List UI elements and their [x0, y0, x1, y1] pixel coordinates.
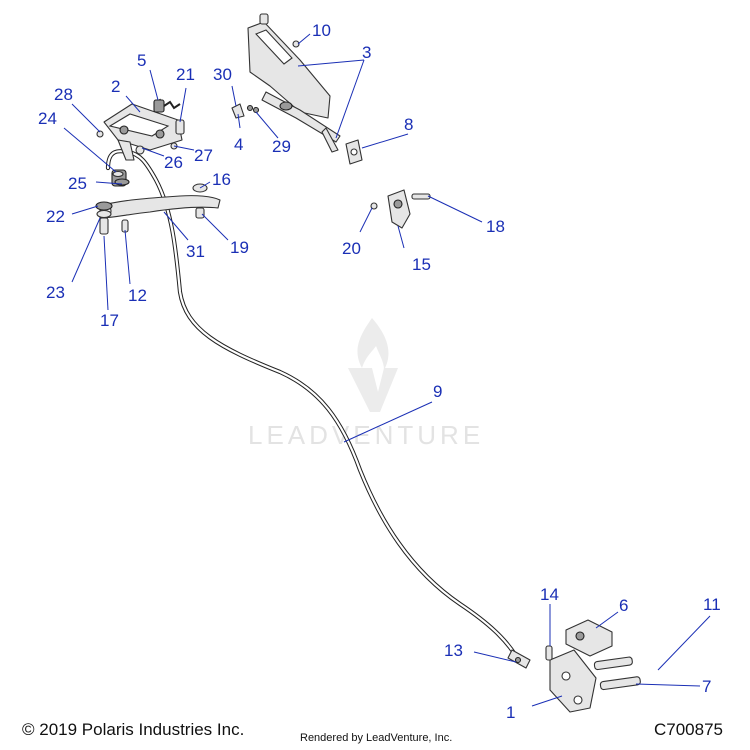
- leader-lines: [63, 33, 711, 707]
- callout-5: 5: [137, 51, 146, 70]
- callout-1: 1: [506, 703, 515, 722]
- leadventure-watermark: LEADVENTURE: [248, 318, 484, 450]
- callout-29: 29: [272, 137, 291, 156]
- callout-2: 2: [111, 77, 120, 96]
- callout-13: 13: [444, 641, 463, 660]
- pivot-block: [370, 189, 431, 229]
- rendered-by-text: Rendered by LeadVenture, Inc.: [300, 732, 453, 744]
- spring: [153, 98, 181, 113]
- flame-logo-icon: [357, 318, 389, 370]
- clip-hardware: [231, 103, 260, 119]
- copyright-text: © 2019 Polaris Industries Inc.: [22, 720, 245, 739]
- hardware-small: [95, 130, 208, 235]
- callout-23: 23: [46, 283, 65, 302]
- callout-28: 28: [54, 85, 73, 104]
- callout-15: 15: [412, 255, 431, 274]
- callout-11: 11: [703, 595, 721, 614]
- lower-bracket: [549, 619, 613, 713]
- callout-10: 10: [312, 21, 331, 40]
- callout-16: 16: [212, 170, 231, 189]
- pedal-bracket: [103, 103, 183, 161]
- callout-6: 6: [619, 596, 628, 615]
- callout-27: 27: [194, 146, 213, 165]
- callout-30: 30: [213, 65, 232, 84]
- callout-7: 7: [702, 677, 711, 696]
- callout-9: 9: [433, 382, 442, 401]
- callout-22: 22: [46, 207, 65, 226]
- callout-4: 4: [234, 135, 243, 154]
- callout-19: 19: [230, 238, 249, 257]
- callout-18: 18: [486, 217, 505, 236]
- bolt-21: [175, 119, 185, 135]
- callout-20: 20: [342, 239, 361, 258]
- diagram-code: C700875: [654, 720, 724, 739]
- callout-12: 12: [128, 286, 147, 305]
- callout-26: 26: [164, 153, 183, 172]
- callout-21: 21: [176, 65, 195, 84]
- callout-17: 17: [100, 311, 119, 330]
- callout-25: 25: [68, 174, 87, 193]
- callout-14: 14: [540, 585, 559, 604]
- cable-assembly: [105, 149, 531, 669]
- top-bracket: [247, 13, 341, 153]
- callout-31: 31: [186, 242, 205, 261]
- callout-labels: 1 2 3 4 5 6 7 8 9 10 11 12 13 14 15 16 1…: [38, 21, 721, 722]
- watermark-text: LEADVENTURE: [248, 420, 484, 450]
- pins: [514, 645, 641, 691]
- callout-24: 24: [38, 109, 57, 128]
- bracket-8: [345, 139, 363, 165]
- callout-8: 8: [404, 115, 413, 134]
- callout-3: 3: [362, 43, 371, 62]
- v-logo-icon: [348, 368, 398, 412]
